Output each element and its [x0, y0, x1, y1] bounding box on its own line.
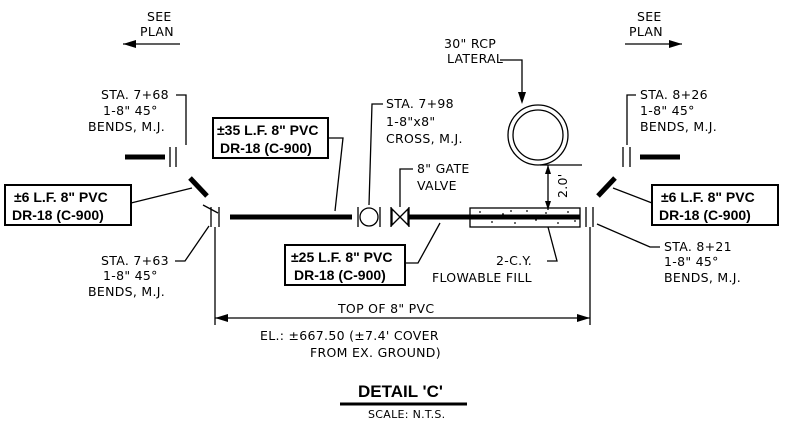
sta-798-line2: 1-8"x8"	[386, 114, 435, 129]
sta-821-line1: STA. 8+21	[664, 239, 732, 254]
flowable-fill-hatch	[479, 210, 576, 224]
sta-826-leader	[626, 94, 636, 145]
sta-798-leader	[368, 103, 383, 206]
elevation-line1: EL.: ±667.50 (±7.4' COVER	[260, 328, 439, 343]
callout-6lf-right: ±6 L.F. 8" PVC DR-18 (C-900)	[612, 184, 779, 226]
callout-35lf-line1: ±35 L.F. 8" PVC	[217, 122, 318, 138]
flowable-fill-line1: 2-C.Y.	[496, 253, 532, 268]
rcp-pipe-inner-icon	[512, 109, 564, 161]
rcp-pipe-outer-icon	[507, 104, 569, 166]
dim-arrow-left-icon	[215, 314, 228, 322]
flowable-fill-leader	[547, 226, 558, 262]
callout-35lf: ±35 L.F. 8" PVC DR-18 (C-900)	[212, 117, 344, 212]
sta-798-line1: STA. 7+98	[386, 96, 454, 111]
callout-35lf-leader	[328, 137, 344, 212]
gate-valve-leader	[399, 168, 413, 207]
rcp-lateral-line2: LATERAL	[447, 51, 503, 66]
callout-35lf-box	[212, 117, 329, 159]
scale-text: SCALE: N.T.S.	[368, 408, 445, 421]
callout-25lf: ±25 L.F. 8" PVC DR-18 (C-900)	[284, 222, 441, 286]
flowable-fill-line2: FLOWABLE FILL	[432, 270, 532, 285]
sta-821-leader	[596, 223, 660, 248]
label-sta-768: STA. 7+68 1-8" 45° BENDS, M.J.	[88, 87, 187, 145]
arrow-right-icon	[669, 40, 682, 48]
callout-35lf-line2: DR-18 (C-900)	[220, 140, 312, 156]
sta-826-line1: STA. 8+26	[640, 87, 708, 102]
flowable-fill-encasement	[469, 207, 581, 228]
left-bends	[125, 147, 220, 227]
right-bends	[585, 147, 680, 227]
sta-826-line2: 1-8" 45°	[640, 103, 695, 118]
label-sta-821: STA. 8+21 1-8" 45° BENDS, M.J.	[596, 223, 741, 285]
detail-title: DETAIL 'C'	[358, 382, 443, 401]
see-plan-right: SEE PLAN	[625, 9, 682, 48]
callout-6lf-right-line2: DR-18 (C-900)	[659, 207, 751, 223]
pipe-diagonal-right	[596, 176, 617, 198]
gate-valve-line1: 8" GATE	[417, 161, 470, 176]
callout-6lf-left-line1: ±6 L.F. 8" PVC	[14, 189, 108, 205]
dim-2ft-text: 2.0'	[555, 173, 570, 198]
callout-6lf-left-line2: DR-18 (C-900)	[12, 207, 104, 223]
callout-25lf-line2: DR-18 (C-900)	[294, 267, 386, 283]
see-plan-right-line1: SEE	[637, 9, 662, 24]
see-plan-right-line2: PLAN	[629, 24, 663, 39]
sta-768-line2: 1-8" 45°	[103, 103, 158, 118]
sta-768-line3: BENDS, M.J.	[88, 119, 165, 134]
callout-25lf-leader	[405, 222, 441, 264]
see-plan-left: SEE PLAN	[123, 9, 180, 48]
callout-6lf-left-box	[4, 184, 132, 226]
arrow-left-icon	[123, 40, 136, 48]
sta-763-leader	[175, 225, 210, 262]
sta-763-line3: BENDS, M.J.	[88, 284, 165, 299]
detail-title-block: DETAIL 'C' SCALE: N.T.S.	[340, 382, 467, 421]
sta-826-line3: BENDS, M.J.	[640, 119, 717, 134]
see-plan-left-line1: SEE	[147, 9, 172, 24]
dimension-2ft: 2.0'	[545, 165, 570, 210]
callout-6lf-left-leader	[130, 187, 193, 204]
callout-6lf-right-box	[651, 184, 779, 226]
sta-821-line2: 1-8" 45°	[664, 254, 719, 269]
top-of-pvc-text: TOP OF 8" PVC	[337, 301, 434, 316]
label-sta-763: STA. 7+63 1-8" 45° BENDS, M.J.	[88, 225, 210, 299]
elevation-line2: FROM EX. GROUND)	[310, 345, 441, 360]
see-plan-left-line2: PLAN	[140, 24, 174, 39]
dimension-top-of-pvc: TOP OF 8" PVC EL.: ±667.50 (±7.4' COVER …	[214, 227, 591, 360]
main-pipe	[230, 207, 581, 228]
callout-6lf-left: ±6 L.F. 8" PVC DR-18 (C-900)	[4, 184, 193, 226]
label-sta-798: STA. 7+98 1-8"x8" CROSS, M.J.	[368, 96, 463, 206]
callout-25lf-box	[284, 244, 406, 286]
gate-valve-line2: VALVE	[417, 178, 457, 193]
sta-763-line1: STA. 7+63	[101, 253, 169, 268]
rcp-leader-line	[500, 59, 523, 100]
dim-2ft-arrow-top-icon	[545, 165, 551, 174]
label-flowable-fill: 2-C.Y. FLOWABLE FILL	[432, 226, 558, 285]
callout-6lf-right-line1: ±6 L.F. 8" PVC	[661, 189, 755, 205]
rcp-lateral: 30" RCP LATERAL	[444, 36, 582, 166]
callout-6lf-right-leader	[612, 187, 653, 204]
callout-25lf-line1: ±25 L.F. 8" PVC	[291, 249, 392, 265]
dim-arrow-right-icon	[577, 314, 590, 322]
sta-768-leader	[176, 94, 187, 145]
gate-valve-icon	[391, 207, 409, 227]
rcp-leader-arrow-icon	[518, 92, 526, 104]
sta-821-line3: BENDS, M.J.	[664, 270, 741, 285]
dim-2ft-arrow-bottom-icon	[545, 201, 551, 210]
sta-798-line3: CROSS, M.J.	[386, 131, 463, 146]
label-gate-valve: 8" GATE VALVE	[399, 161, 470, 207]
rcp-lateral-line1: 30" RCP	[444, 36, 496, 51]
label-sta-826: STA. 8+26 1-8" 45° BENDS, M.J.	[626, 87, 717, 145]
pipe-diagonal-left	[188, 176, 209, 198]
cross-fitting-icon	[359, 207, 379, 227]
sta-763-line2: 1-8" 45°	[103, 268, 158, 283]
sta-768-line1: STA. 7+68	[101, 87, 169, 102]
